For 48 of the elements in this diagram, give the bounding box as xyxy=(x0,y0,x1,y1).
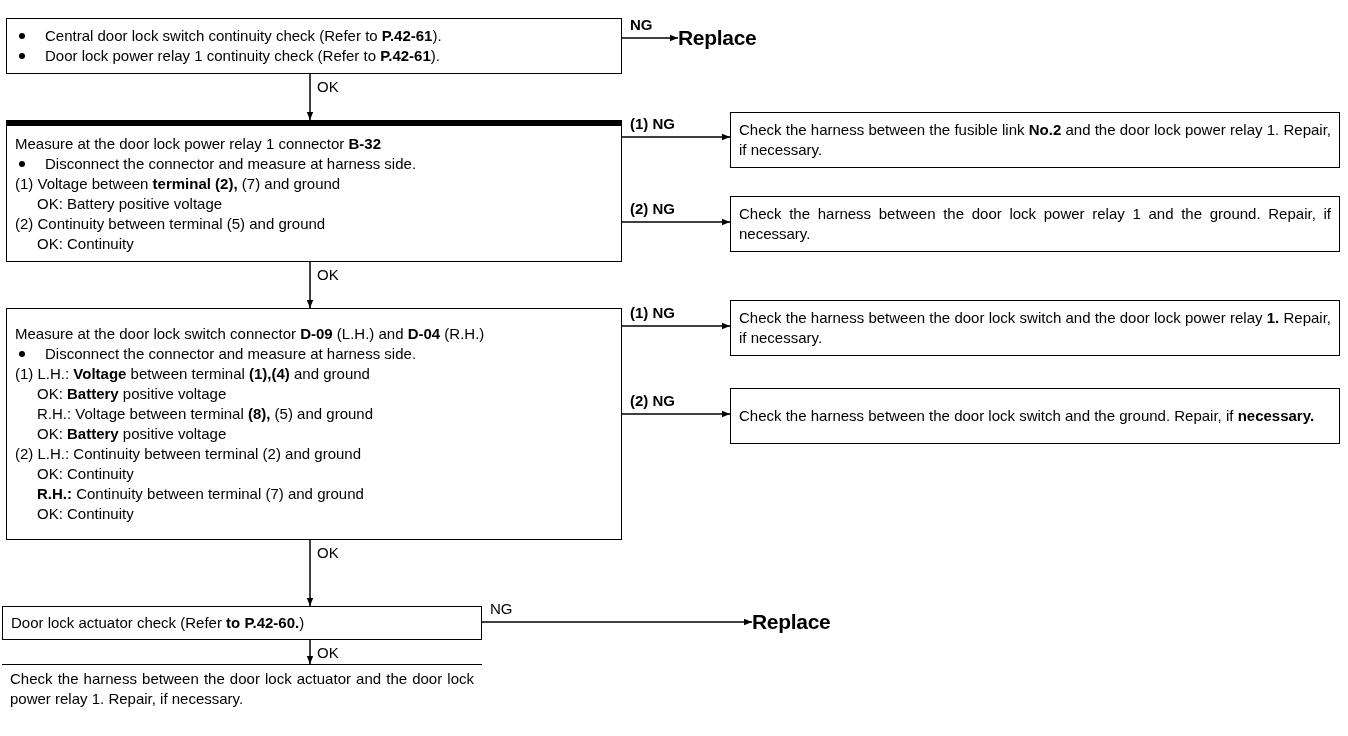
step-text: (2) L.H.: Continuity between terminal (2) and ground xyxy=(15,444,362,464)
step-text: Door lock power relay 1 continuity check (Refer to P.42-61). xyxy=(15,46,613,66)
step-text: OK: Continuity xyxy=(36,233,135,254)
step-box xyxy=(730,196,1340,252)
step-text: Check the harness between the door lock switch and the ground. Repair, if necessary. xyxy=(739,406,1316,426)
edge-label: (1) NG xyxy=(628,304,677,322)
arrow xyxy=(306,261,314,309)
arrow xyxy=(621,34,679,42)
step-text: Measure at the door lock power relay 1 connector B-32 xyxy=(15,133,383,154)
step-text: Check the harness between the door lock actuator and the door lock power relay 1. Repair, if necessary. xyxy=(10,668,474,709)
result-text: Replace xyxy=(678,25,758,51)
step-box xyxy=(6,308,622,540)
arrow xyxy=(621,218,731,226)
step-text: OK: Battery positive voltage xyxy=(36,424,228,444)
step-text: R.H.: Continuity between terminal (7) and ground xyxy=(36,484,365,504)
step-text: Central door lock switch continuity check (Refer to P.42-61). xyxy=(15,26,613,46)
step-text: Disconnect the connector and measure at harness side. xyxy=(15,344,613,364)
step-text: Door lock actuator check (Refer to P.42-60.) xyxy=(11,613,306,633)
arrow xyxy=(306,539,314,607)
step-box xyxy=(730,388,1340,444)
step-box xyxy=(6,18,622,74)
step-text: Check the harness between the door lock switch and the door lock power relay 1. Repair, if necessary. xyxy=(739,308,1331,348)
step-text: OK: Battery positive voltage xyxy=(36,384,228,404)
step-box xyxy=(730,300,1340,356)
step-text: Check the harness between the fusible link No.2 and the door lock power relay 1. Repair, if necessary. xyxy=(739,120,1331,160)
arrow xyxy=(481,618,753,626)
step-box xyxy=(6,120,622,262)
step-box xyxy=(730,112,1340,168)
edge-label: (2) NG xyxy=(628,200,677,218)
arrow xyxy=(621,410,731,418)
step-box xyxy=(2,606,482,640)
arrow xyxy=(306,639,314,665)
step-text: Check the harness between the door lock power relay 1 and the ground. Repair, if necessary. xyxy=(739,204,1331,244)
arrow xyxy=(621,133,731,141)
arrow xyxy=(621,322,731,330)
step-text: Measure at the door lock switch connector D-09 (L.H.) and D-04 (R.H.) xyxy=(15,324,486,344)
result-text: Replace xyxy=(752,609,832,635)
step-text: OK: Battery positive voltage xyxy=(36,193,224,214)
step-text: R.H.: Voltage between terminal (8), (5) and ground xyxy=(36,404,375,424)
step-text: OK: Continuity xyxy=(36,504,135,524)
edge-label: (2) NG xyxy=(628,392,677,410)
step-text: (1) L.H.: Voltage between terminal (1),(4) and ground xyxy=(15,364,371,384)
step-text: (2) Continuity between terminal (5) and ground xyxy=(15,213,327,234)
step-text: OK: Continuity xyxy=(36,464,135,484)
step-text: Disconnect the connector and measure at harness side. xyxy=(15,153,613,174)
arrow xyxy=(306,73,314,121)
edge-label: (1) NG xyxy=(628,115,677,133)
step-text: (1) Voltage between terminal (2), (7) and ground xyxy=(15,173,342,194)
